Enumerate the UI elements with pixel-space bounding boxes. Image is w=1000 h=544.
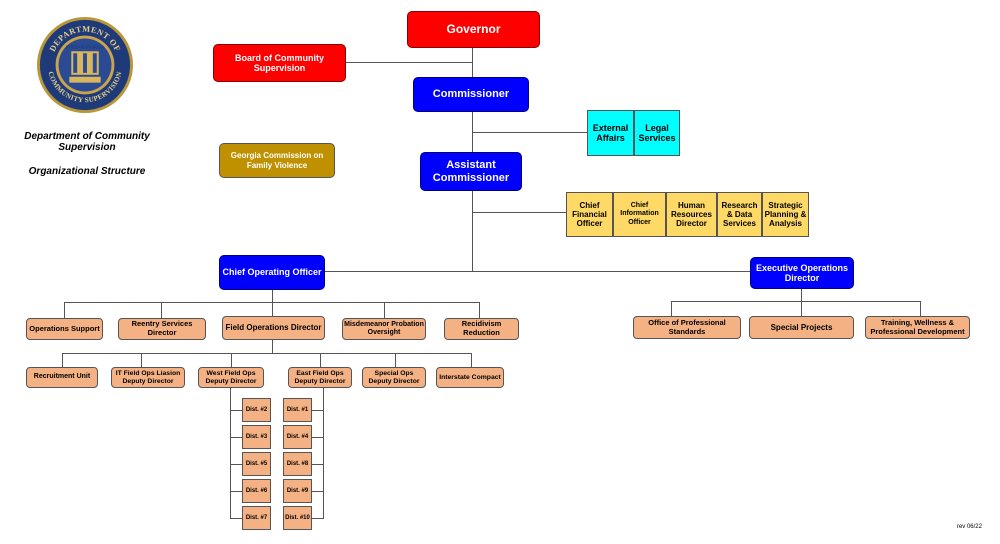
connector <box>272 340 273 353</box>
legal-services-box: Legal Services <box>634 110 680 156</box>
connector <box>272 290 273 302</box>
board-box: Board of Community Supervision <box>213 44 346 82</box>
west-field-ops-box: West Field Ops Deputy Director <box>198 367 264 388</box>
commissioner-box: Commissioner <box>413 77 529 112</box>
connector <box>230 437 242 438</box>
strategic-planning-box: Strategic Planning & Analysis <box>762 192 809 237</box>
connector <box>161 302 162 318</box>
connector <box>345 62 473 63</box>
connector <box>312 518 324 519</box>
cfo-box: Chief Financial Officer <box>566 192 613 237</box>
recruitment-box: Recruitment Unit <box>26 367 98 388</box>
reentry-box: Reentry Services Director <box>118 318 206 340</box>
recidivism-box: Recidivism Reduction <box>444 318 519 340</box>
connector <box>920 301 921 316</box>
connector <box>801 289 802 301</box>
revision-label: rev 06/22 <box>956 524 982 530</box>
seal-inner-text: STATE OF GEORGIA <box>66 45 105 49</box>
district-box: Dist. #8 <box>283 452 312 476</box>
district-box: Dist. #4 <box>283 425 312 449</box>
family-violence-commission-box: Georgia Commission on Family Violence <box>219 143 335 178</box>
special-projects-box: Special Projects <box>749 316 854 339</box>
connector <box>801 301 802 316</box>
special-ops-box: Special Ops Deputy Director <box>362 367 426 388</box>
connector <box>472 191 473 271</box>
connector <box>64 302 479 303</box>
district-box: Dist. #3 <box>242 425 271 449</box>
connector <box>230 518 242 519</box>
connector <box>62 353 471 354</box>
district-box: Dist. #6 <box>242 479 271 503</box>
connector <box>320 353 321 367</box>
misdemeanor-box: Misdemeanor Probation Oversight <box>342 318 426 340</box>
interstate-box: Interstate Compact <box>436 367 504 388</box>
page-title: Department of Community Supervision <box>24 131 150 153</box>
connector <box>472 212 566 213</box>
governor-box: Governor <box>407 11 540 48</box>
connector <box>312 410 324 411</box>
district-box: Dist. #10 <box>283 506 312 530</box>
district-box: Dist. #7 <box>242 506 271 530</box>
east-field-ops-box: East Field Ops Deputy Director <box>288 367 352 388</box>
hr-box: Human Resources Director <box>666 192 717 237</box>
connector <box>479 302 480 318</box>
research-box: Research & Data Services <box>717 192 762 237</box>
connector <box>471 353 472 367</box>
connector <box>312 491 324 492</box>
connector <box>472 48 473 78</box>
connector <box>395 353 396 367</box>
connector <box>312 437 324 438</box>
connector <box>230 491 242 492</box>
prof-standards-box: Office of Professional Standards <box>633 316 741 339</box>
district-box: Dist. #2 <box>242 398 271 422</box>
training-box: Training, Wellness & Professional Develo… <box>865 316 970 339</box>
connector <box>62 353 63 367</box>
connector <box>230 388 231 518</box>
connector <box>671 301 920 302</box>
external-affairs-box: External Affairs <box>587 110 634 156</box>
connector <box>384 302 385 318</box>
district-box: Dist. #1 <box>283 398 312 422</box>
exec-ops-box: Executive Operations Director <box>750 257 854 289</box>
ops-support-box: Operations Support <box>26 318 103 340</box>
connector <box>230 464 242 465</box>
coo-box: Chief Operating Officer <box>219 255 325 290</box>
connector <box>64 302 65 318</box>
department-seal-logo: DEPARTMENT OF COMMUNITY SUPERVISION STAT… <box>36 16 134 114</box>
field-ops-director-box: Field Operations Director <box>222 316 325 340</box>
district-box: Dist. #9 <box>283 479 312 503</box>
connector <box>472 132 587 133</box>
connector <box>312 464 324 465</box>
connector <box>141 353 142 367</box>
it-liaison-box: IT Field Ops Liasion Deputy Director <box>111 367 185 388</box>
connector <box>323 388 324 518</box>
connector <box>272 302 273 318</box>
cio-box: Chief Information Officer <box>613 192 666 237</box>
assistant-commissioner-box: Assistant Commissioner <box>420 152 522 191</box>
page-subtitle: Organizational Structure <box>28 166 146 177</box>
connector <box>230 410 242 411</box>
connector <box>231 353 232 367</box>
connector <box>325 271 750 272</box>
connector <box>671 301 672 316</box>
district-box: Dist. #5 <box>242 452 271 476</box>
